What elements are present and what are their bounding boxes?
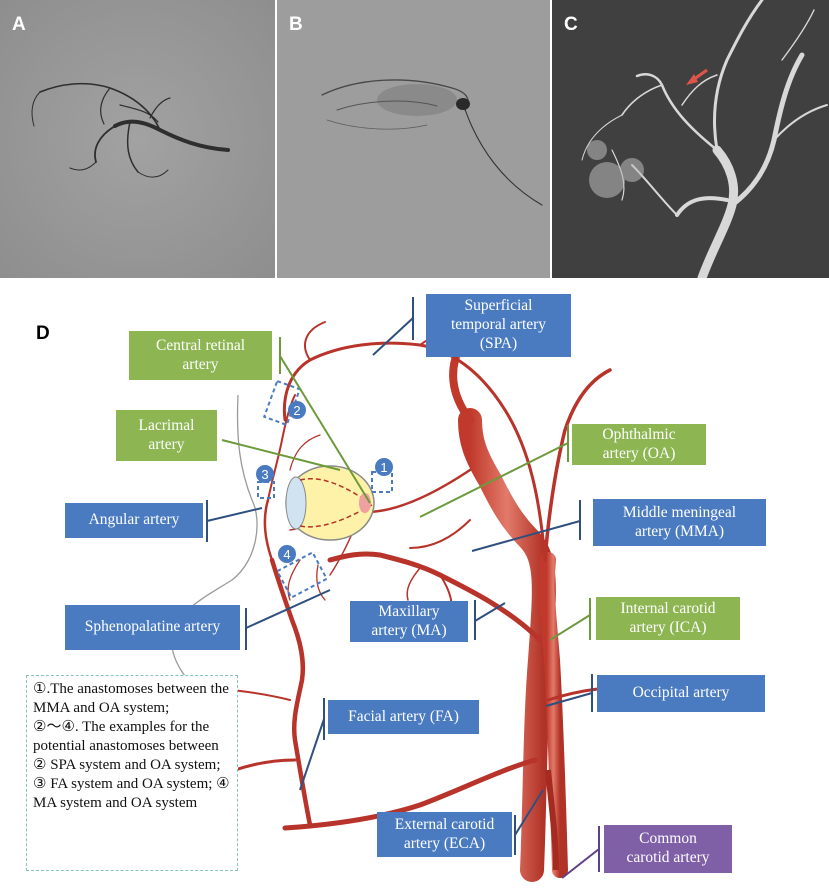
marker-4-text: 4 [283, 547, 290, 562]
label-internal-carotid-artery: Internal carotid artery (ICA) [596, 597, 740, 640]
red-arrow-icon [686, 68, 708, 85]
leader-lines [206, 297, 600, 879]
marker-4: 4 [278, 545, 296, 563]
artery-branches [231, 321, 642, 831]
legend-line-2: ②～④. The examples for the potential anas… [33, 719, 230, 812]
panel-c-letter: C [564, 14, 578, 35]
angiogram-c-image [552, 0, 829, 278]
marker-2-text: 2 [293, 403, 300, 418]
label-superficial-temporal-artery: Superficial temporal artery (SPA) [426, 294, 571, 357]
panel-d-letter: D [36, 323, 50, 344]
label-angular-artery: Angular artery [65, 503, 203, 538]
carotid-arteries [449, 331, 568, 882]
eyeball-icon [285, 465, 375, 541]
label-central-retinal-artery: Central retinal artery [129, 331, 272, 380]
label-lacrimal-artery: Lacrimal artery [116, 410, 217, 461]
marker-1: 1 [375, 458, 393, 476]
marker-1-text: 1 [380, 460, 387, 475]
panel-b-letter: B [289, 14, 303, 35]
legend-line-1: ①.The anastomoses between the MMA and OA… [33, 681, 229, 717]
angiogram-b-image [277, 0, 550, 278]
marker-3: 3 [256, 465, 274, 483]
label-ophthalmic-artery: Ophthalmic artery (OA) [572, 424, 706, 465]
marker-2: 2 [288, 401, 306, 419]
angiogram-panel-b: B [277, 0, 550, 278]
label-maxillary-artery: Maxillary artery (MA) [350, 601, 468, 642]
angiogram-panel-c: C [552, 0, 829, 278]
angiogram-a-image [0, 0, 275, 278]
label-middle-meningeal-artery: Middle meningeal artery (MMA) [593, 499, 766, 546]
label-external-carotid-artery: External carotid artery (ECA) [377, 812, 512, 857]
label-occipital-artery: Occipital artery [597, 675, 765, 712]
label-common-carotid-artery: Common carotid artery [604, 825, 732, 873]
marker-3-text: 3 [261, 467, 268, 482]
panel-a-letter: A [12, 14, 26, 35]
label-facial-artery: Facial artery (FA) [328, 700, 479, 734]
legend-box: ①.The anastomoses between the MMA and OA… [26, 675, 238, 871]
label-sphenopalatine-artery: Sphenopalatine artery [65, 605, 240, 650]
face-outline [171, 394, 258, 701]
angiogram-panel-a: A [0, 0, 275, 278]
